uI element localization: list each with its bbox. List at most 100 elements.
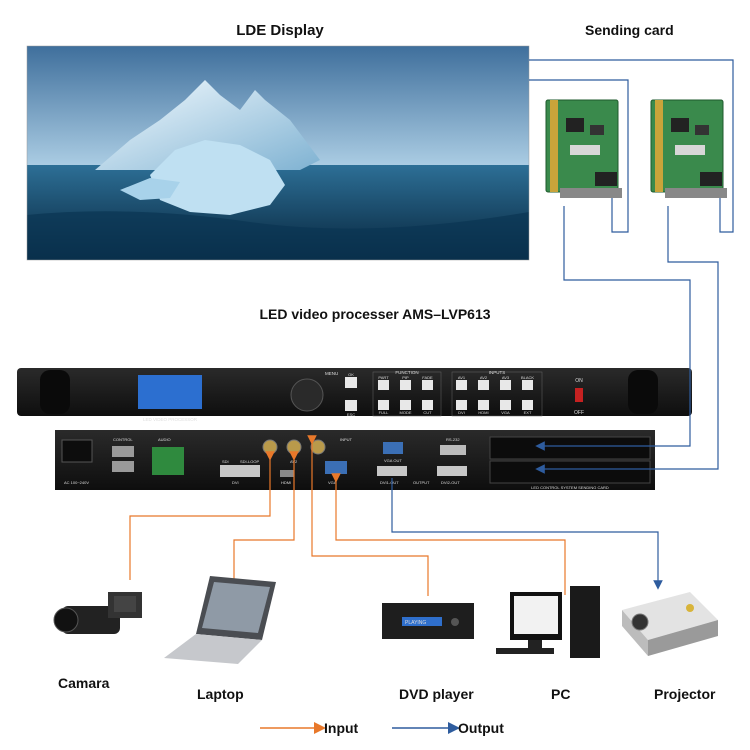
input-key-dvi [456,400,467,410]
input-key-label: HDMI [478,410,488,415]
vga-out-port [383,442,403,454]
function-key-label: PIP [402,375,409,380]
vga-in-port [325,461,347,474]
sending-bay-label: LED CONTROL SYSTEM SENDING CARD [531,485,609,490]
display-link-outer [529,59,734,233]
card1-link [535,206,691,451]
esc-label: ESC [347,412,355,417]
ok-key [345,377,357,388]
bnc-av2 [310,439,326,455]
dvi1-out-label: DVI1-OUT [380,480,399,485]
input-keys: AV1 AV2 AV3 BLACK DVI HDMI VGA EXT [456,375,534,415]
input-key-label: VGA [501,410,510,415]
input-key-av1 [456,380,467,390]
dvd-player-icon: PLAYING [382,603,474,639]
card-bay-2 [489,460,651,484]
rj45-port-1 [112,446,134,457]
rs232-port [440,445,466,455]
function-key-fade [422,380,433,390]
processor-front-panel: LED VIDEO PROCESSOR MENU OK ESC FUNCTION… [17,368,692,422]
dvi2-out-port [437,466,467,476]
input-key-label: AV3 [502,375,510,380]
power-on-label: ON [575,378,583,384]
output-label: OUTPUT [413,480,430,485]
pc-label: PC [551,686,571,702]
rj45-port-2 [112,461,134,472]
function-key-label: FULL [379,410,390,415]
control-label: CONTROL [113,437,133,442]
input-key-label: BLACK [521,375,534,380]
dvi1-out-port [377,466,407,476]
power-switch [575,388,583,402]
dvd-player-label: DVD player [399,686,474,702]
bnc-av [286,439,302,455]
function-key-cut [422,400,433,410]
display-card-links [529,59,734,233]
hdmi-port [280,470,294,477]
esc-key [345,400,357,411]
input-key-ext [522,400,533,410]
card2-link [535,206,719,474]
input-key-label: DVI [458,410,465,415]
dvi-in-label: DVI [232,480,239,485]
function-key-label: PART [378,375,389,380]
dvi2-out-label: DVI2-OUT [441,480,460,485]
legend-input-label: Input [324,720,359,736]
pc-input-line [331,473,566,595]
sending-card-1 [545,99,622,198]
sending-card-2 [650,99,727,198]
camera-input-line [129,451,275,580]
projector-output-line [391,478,663,590]
sdi-label: SDI [222,459,229,464]
dvd-input-line [307,435,429,596]
input-key-label: EXT [524,410,532,415]
laptop-icon [164,576,276,664]
processor-title: LED video processer AMS–LVP613 [259,306,491,322]
camera-icon [53,592,142,634]
function-key-label: CUT [423,410,432,415]
function-key-label: MODE [400,410,412,415]
vga-out-label: VGA OUT [384,458,402,463]
display-link-inner [529,79,629,233]
front-lcd-screen [138,375,202,409]
function-label: FUNCTION [395,370,418,375]
processor-rear-panel: AC 100~240V CONTROL AUDIO SDI SDI-LOOP D… [55,430,655,490]
menu-knob [290,378,324,412]
function-key-part [378,380,389,390]
function-key-pip [400,380,411,390]
pc-icon [496,586,600,658]
ok-label: OK [348,372,354,377]
input-label: INPUT [340,437,353,442]
inputs-label: INPUTS [489,370,506,375]
legend-output-label: Output [458,720,504,736]
projector-icon [622,592,718,656]
ac-socket [61,439,93,463]
function-key-full [378,400,389,410]
card-processor-links [535,206,719,474]
input-key-av2 [478,380,489,390]
input-key-label: AV2 [480,375,488,380]
input-key-label: AV1 [458,375,466,380]
hdmi-label: HDMI [281,480,291,485]
sdi-loop-label: SDI-LOOP [240,459,259,464]
function-key-mode [400,400,411,410]
function-key-label: FADE [422,375,433,380]
laptop-input-line [233,451,299,590]
input-lines [129,435,566,596]
rs232-label: RS-232 [446,437,460,442]
projector-label: Projector [654,686,716,702]
dvd-screen-text: PLAYING [405,620,426,626]
camera-label: Camara [58,675,110,691]
led-display-screen [26,45,530,261]
input-key-av3 [500,380,511,390]
led-display-title: LDE Display [236,22,324,39]
laptop-label: Laptop [197,686,244,702]
ac-label: AC 100~240V [64,480,89,485]
input-key-vga [500,400,511,410]
input-key-hdmi [478,400,489,410]
dvi-in-port [220,465,260,477]
power-off-label: OFF [574,410,584,416]
bnc-sdi [262,439,278,455]
input-key-black [522,380,533,390]
